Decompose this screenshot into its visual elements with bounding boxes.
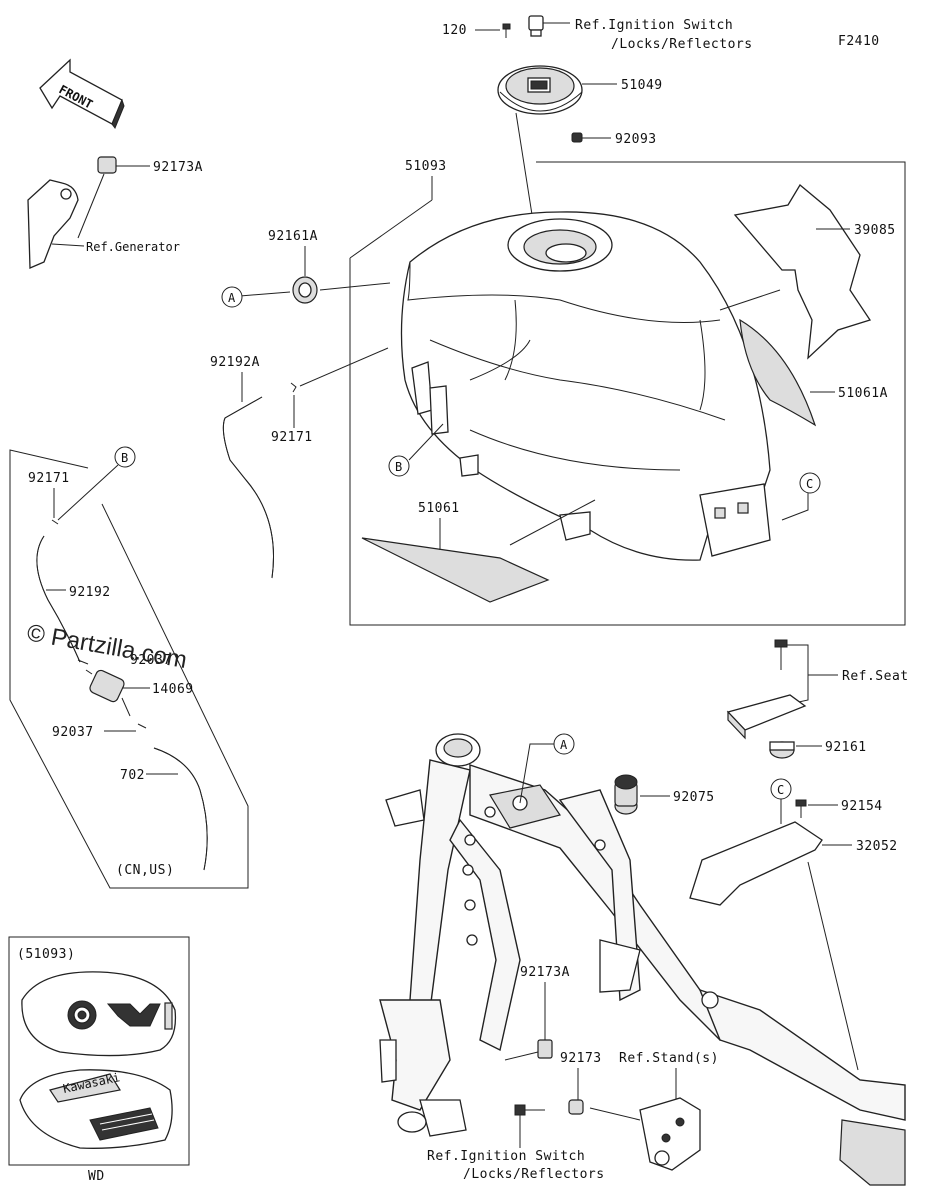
callout-b-box: B (121, 451, 128, 465)
part-92093: 92093 (615, 132, 657, 147)
part-92075: 92075 (673, 790, 715, 805)
seat-bracket-group: Ref.Seat 92161 C 92154 32052 (689, 639, 909, 1071)
part-92161a: 92161A (268, 229, 318, 244)
part-92037-upper: 92037 (130, 653, 172, 668)
hose-92192a: 92192A (210, 355, 275, 579)
part-92173: 92173 (560, 1051, 602, 1066)
part-92171-box: 92171 (28, 471, 70, 486)
inset-title: (51093) (17, 947, 75, 962)
tank-inset: (51093) Kawasaki WD (8, 936, 190, 1184)
wd-label: WD (88, 1169, 105, 1184)
front-arrow-icon: FRONT (39, 58, 125, 130)
svg-text:B: B (395, 460, 402, 474)
cn-us-label: (CN,US) (116, 863, 174, 878)
ref-ignition-top-1: Ref.Ignition Switch (575, 18, 733, 33)
part-51061a: 51061A (838, 386, 888, 401)
part-92192: 92192 (69, 585, 111, 600)
part-92037-lower: 92037 (52, 725, 94, 740)
part-14069: 14069 (152, 682, 194, 697)
bottom-parts: 92173A 92173 Ref.Stand(s) Ref.Ignition S… (427, 965, 719, 1182)
part-92154: 92154 (841, 799, 883, 814)
generator-bracket: 92173A Ref.Generator (27, 156, 203, 269)
part-92173a-bottom: 92173A (520, 965, 570, 980)
part-32052: 32052 (856, 839, 898, 854)
cn-us-box: B 92171 92192 92037 14069 92037 702 (CN,… (9, 446, 249, 889)
ref-stand: Ref.Stand(s) (619, 1051, 719, 1066)
main-frame: A 92075 (379, 733, 906, 1186)
part-120: 120 (442, 23, 467, 38)
callout-a-frame: A (560, 738, 568, 752)
part-51061: 51061 (418, 501, 460, 516)
part-92173a-top: 92173A (153, 160, 203, 175)
fuel-tank-box: 51093 92161A 39085 51061 (239, 159, 906, 626)
part-92161: 92161 (825, 740, 867, 755)
part-39085: 39085 (854, 223, 896, 238)
ref-ignition-bottom-2: /Locks/Reflectors (463, 1167, 605, 1182)
part-51093: 51093 (405, 159, 447, 174)
callout-c-tank: C (781, 472, 821, 521)
ref-seat: Ref.Seat (842, 669, 909, 684)
ref-generator: Ref.Generator (86, 240, 180, 254)
part-92171-center: 92171 (271, 430, 313, 445)
part-51049: 51049 (621, 78, 663, 93)
callout-a-top: A (221, 286, 243, 308)
ref-ignition-bottom-1: Ref.Ignition Switch (427, 1149, 585, 1164)
part-702: 702 (120, 768, 145, 783)
watermark: © Partzilla.com (25, 619, 189, 674)
ref-ignition-top-2: /Locks/Reflectors (611, 37, 753, 52)
callout-b-tank: B (388, 423, 444, 477)
svg-text:A: A (228, 291, 236, 305)
figure-code: F2410 (838, 34, 880, 49)
callout-c-frame: C (777, 783, 784, 797)
part-92192a: 92192A (210, 355, 260, 370)
svg-text:C: C (806, 477, 813, 491)
fuel-cap-assembly: 120 Ref.Ignition Switch /Locks/Reflector… (442, 15, 753, 241)
